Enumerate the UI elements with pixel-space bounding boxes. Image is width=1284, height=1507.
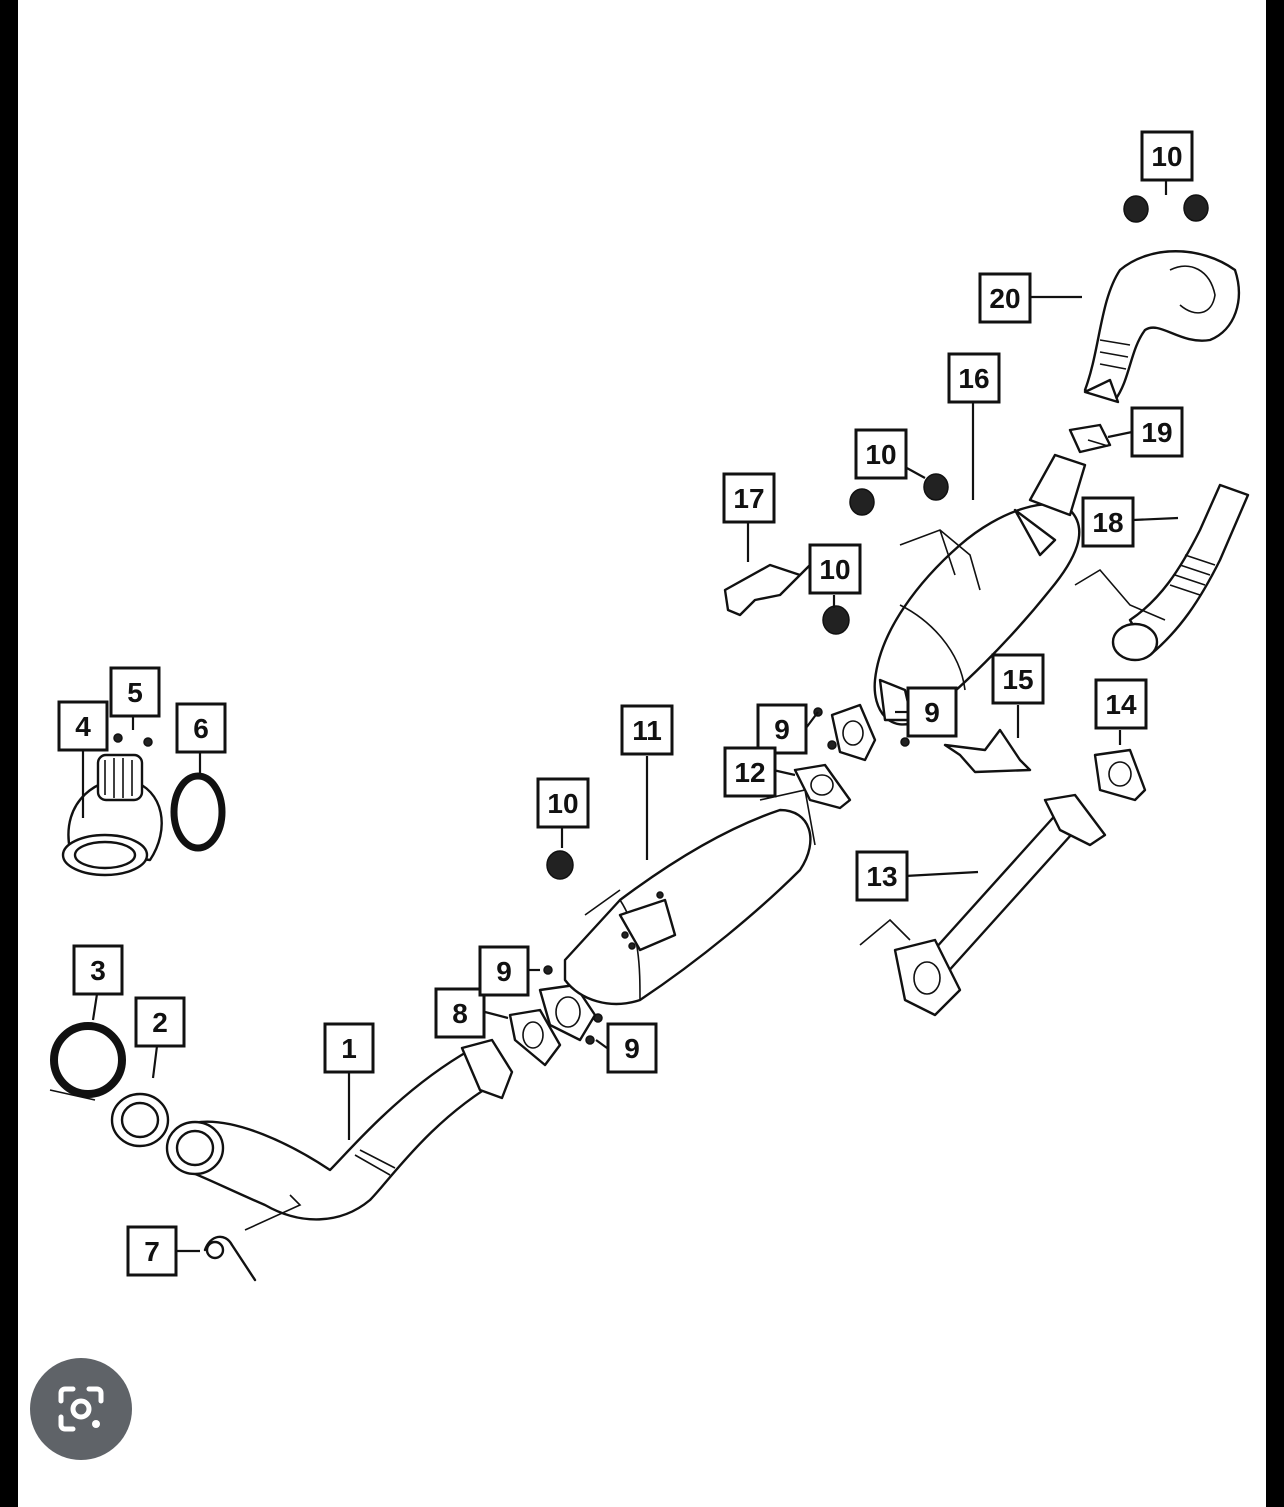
part-20-upper-pipe <box>1083 250 1240 404</box>
lens-search-button[interactable] <box>30 1358 132 1460</box>
svg-text:18: 18 <box>1092 507 1123 538</box>
part-14-gasket <box>1093 748 1147 802</box>
svg-text:10: 10 <box>1151 141 1182 172</box>
callout-9-a: 9 <box>478 945 530 997</box>
callout-3: 3 <box>72 944 124 996</box>
part-9-nuts-upper <box>813 703 910 762</box>
svg-text:14: 14 <box>1105 689 1137 720</box>
callout-2: 2 <box>134 996 186 1048</box>
svg-text:13: 13 <box>866 861 897 892</box>
svg-text:4: 4 <box>75 711 91 742</box>
callout-16: 16 <box>947 352 1001 404</box>
svg-text:9: 9 <box>496 956 512 987</box>
callout-19: 19 <box>1130 406 1184 458</box>
callout-18: 18 <box>1081 496 1135 548</box>
callout-17: 17 <box>722 472 776 524</box>
part-8-gasket <box>508 1008 562 1067</box>
part-2-gasket <box>110 1092 170 1148</box>
callout-14: 14 <box>1094 678 1148 730</box>
callout-10-b: 10 <box>854 428 908 480</box>
svg-text:16: 16 <box>958 363 989 394</box>
svg-text:5: 5 <box>127 677 143 708</box>
svg-text:10: 10 <box>865 439 896 470</box>
svg-text:15: 15 <box>1002 664 1033 695</box>
part-4-inlet-housing <box>61 753 163 877</box>
svg-text:6: 6 <box>193 713 209 744</box>
part-18-tailpipe <box>1074 483 1250 662</box>
svg-text:10: 10 <box>819 554 850 585</box>
callout-15: 15 <box>991 653 1045 705</box>
callout-13: 13 <box>855 850 909 902</box>
part-16-scr-catalyst <box>873 453 1087 726</box>
svg-text:10: 10 <box>547 788 578 819</box>
callout-9-c: 9 <box>756 703 808 755</box>
callout-10-d: 10 <box>536 777 590 829</box>
svg-text:17: 17 <box>733 483 764 514</box>
part-11-diesel-particulate-filter <box>563 789 816 1006</box>
part-1-down-pipe <box>165 1038 514 1231</box>
part-13-intermediate-pipe <box>859 793 1107 1017</box>
svg-text:11: 11 <box>632 715 662 746</box>
leader-lines <box>81 180 1179 1253</box>
svg-text:8: 8 <box>452 998 468 1029</box>
callout-9-d: 9 <box>906 686 958 738</box>
svg-text:9: 9 <box>774 714 790 745</box>
part-17-bracket <box>723 563 812 617</box>
callout-11: 11 <box>620 704 674 756</box>
svg-text:2: 2 <box>152 1007 168 1038</box>
part-12-gasket <box>793 763 852 810</box>
callout-1: 1 <box>323 1022 375 1074</box>
part-7-hanger <box>203 1235 257 1282</box>
part-5-fasteners <box>113 733 153 747</box>
part-3-clamp <box>49 1022 126 1101</box>
svg-text:19: 19 <box>1141 417 1172 448</box>
svg-text:3: 3 <box>90 955 106 986</box>
callout-4: 4 <box>57 700 109 752</box>
callout-8: 8 <box>434 987 486 1039</box>
callout-10-a: 10 <box>1140 130 1194 182</box>
lens-search-icon <box>58 1386 104 1432</box>
callout-5: 5 <box>109 666 161 718</box>
part-15-bracket <box>943 728 1032 774</box>
callout-9-b: 9 <box>606 1022 658 1074</box>
part-6-v-band-clamp <box>170 772 226 852</box>
svg-text:9: 9 <box>624 1033 640 1064</box>
callout-6: 6 <box>175 702 227 754</box>
svg-text:1: 1 <box>341 1033 357 1064</box>
part-10-nuts <box>546 194 1209 880</box>
callout-10-c: 10 <box>808 543 862 595</box>
callout-12: 12 <box>723 746 777 798</box>
callout-7: 7 <box>126 1225 178 1277</box>
part-19-clamp <box>1068 423 1112 454</box>
svg-text:12: 12 <box>734 757 765 788</box>
svg-text:9: 9 <box>924 697 940 728</box>
callout-20: 20 <box>978 272 1032 324</box>
svg-text:20: 20 <box>989 283 1020 314</box>
svg-text:7: 7 <box>144 1236 160 1267</box>
